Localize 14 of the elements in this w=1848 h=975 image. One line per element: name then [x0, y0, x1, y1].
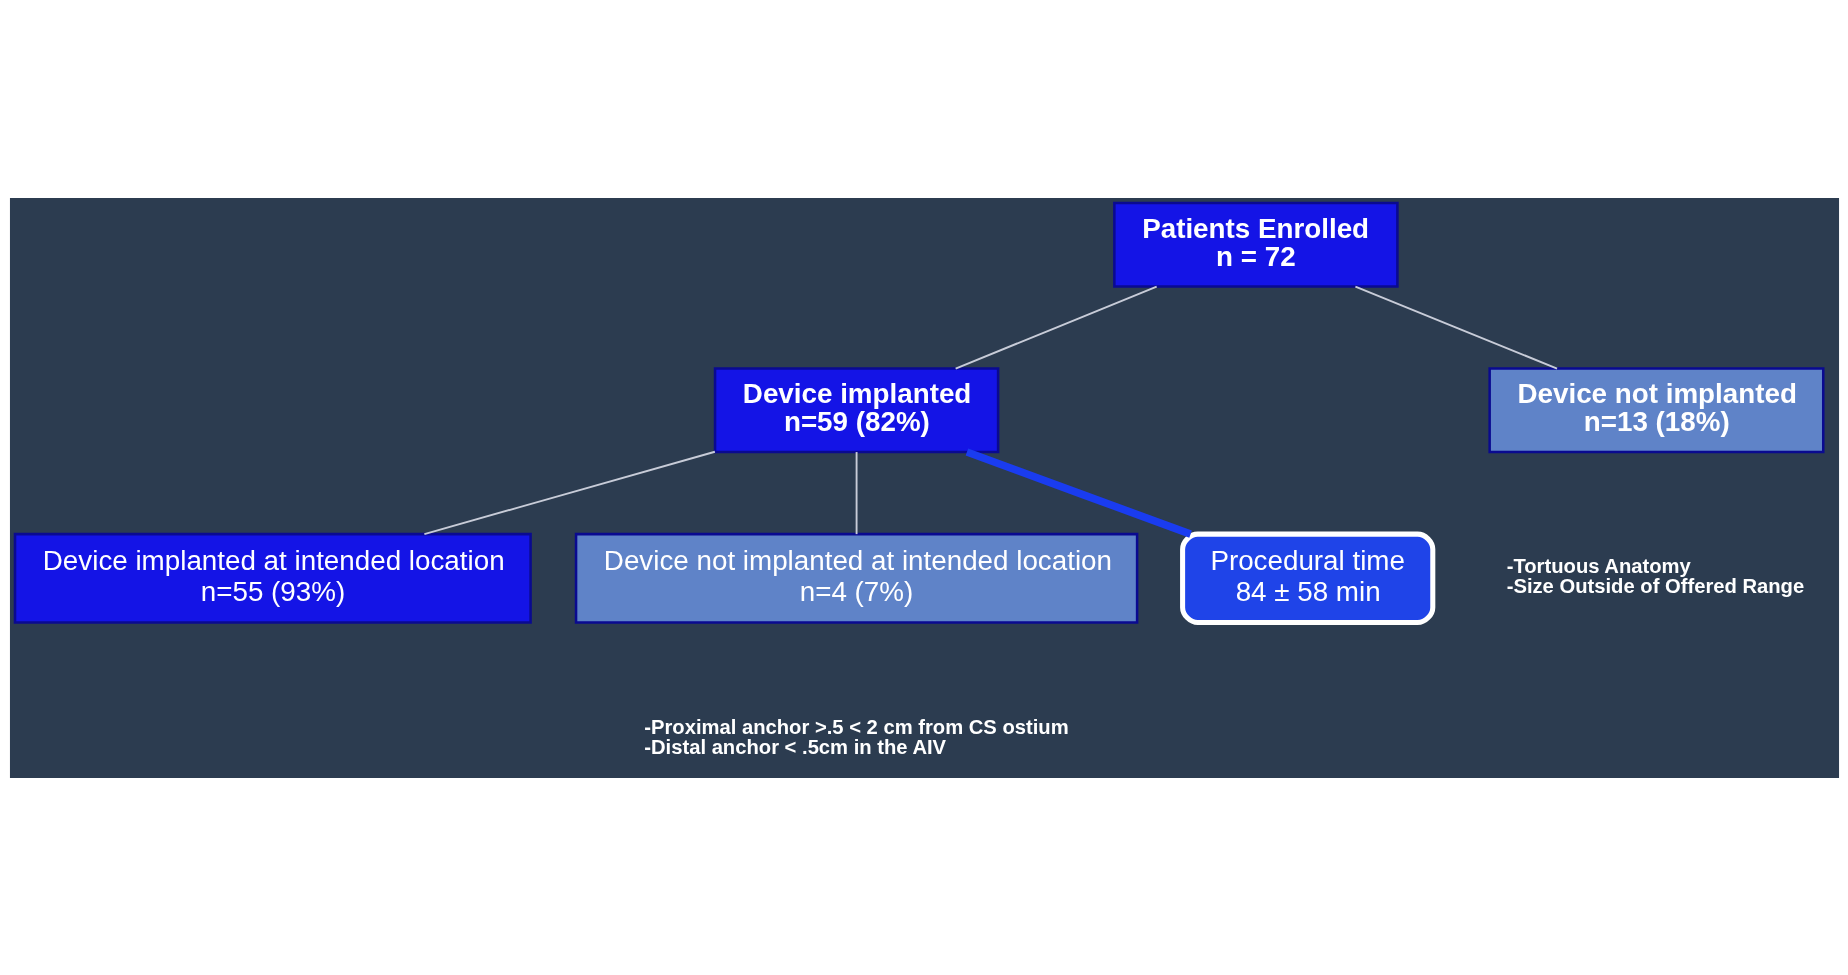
node-label: -Proximal anchor >.5 < 2 cm from CS ostium — [643, 715, 1069, 738]
node-box: Procedural time 84 ± 58 min — [1179, 531, 1435, 625]
connector — [965, 448, 1192, 538]
node-box: Patients Enrolled n = 72 — [1112, 201, 1399, 288]
node-label: -Tortuous Anatomy — [1506, 554, 1691, 577]
node-box: Device not implanted at intended location n=4 (7%) — [574, 532, 1138, 624]
connector — [422, 450, 716, 535]
node-box: Device implanted at intended location n=55 (93%) — [13, 532, 532, 624]
node-label: -Distal anchor < .5cm in the AIV — [643, 735, 946, 758]
connector — [1353, 285, 1558, 370]
node-box: Device implanted n=59 (82%) — [713, 366, 999, 453]
node-box: Device not implanted n=13 (18%) — [1487, 366, 1824, 453]
connector — [954, 285, 1158, 370]
connector — [855, 450, 858, 535]
